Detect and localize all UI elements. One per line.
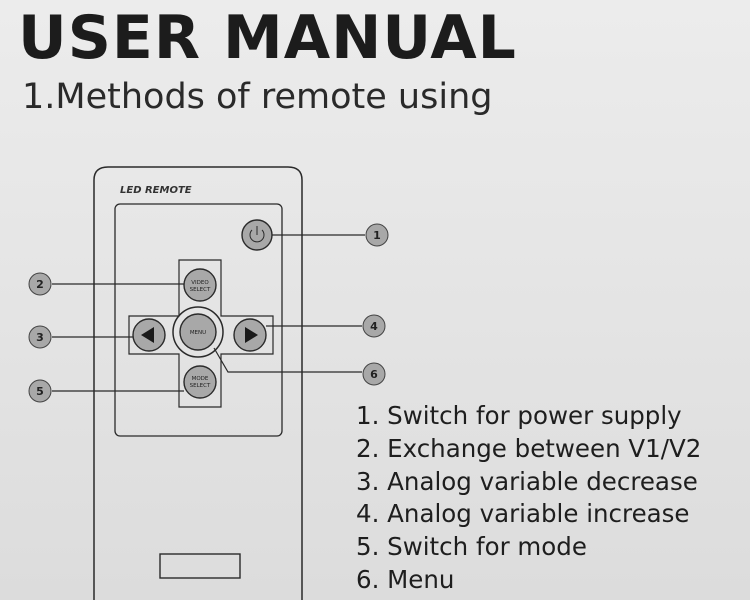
right-button[interactable]: [233, 318, 267, 352]
callout-1: 1: [365, 223, 389, 247]
legend-item-3: 3. Analog variable decrease: [356, 466, 698, 496]
callout-1-number: 1: [373, 229, 381, 242]
callout-2: 2: [28, 272, 52, 296]
legend-item-4: 4. Analog variable increase: [356, 499, 690, 529]
mode-select-label-line2: SELECT: [190, 383, 211, 389]
legend-item-5: 5. Switch for mode: [356, 532, 587, 562]
mode-select-label-line1: MODE: [192, 376, 209, 382]
callout-6-number: 6: [370, 368, 378, 381]
remote-connector: [159, 553, 241, 579]
callout-2-number: 2: [36, 278, 44, 291]
video-select-button[interactable]: VIDEO SELECT: [183, 268, 217, 302]
remote-body: [93, 166, 303, 600]
callout-5: 5: [28, 379, 52, 403]
callout-4: 4: [362, 314, 386, 338]
callout-lines: [52, 234, 365, 392]
left-button[interactable]: [132, 318, 166, 352]
function-legend: 1. Switch for power supply 2. Exchange b…: [356, 400, 701, 597]
mode-select-button[interactable]: MODE SELECT: [183, 365, 217, 399]
menu-label: MENU: [190, 330, 206, 336]
legend-item-6: 6. Menu: [356, 564, 455, 594]
callout-5-number: 5: [36, 385, 44, 398]
section-title: 1.Methods of remote using: [22, 77, 493, 117]
callout-6: 6: [362, 362, 386, 386]
callout-4-number: 4: [370, 320, 378, 333]
triangle-left-icon: [141, 327, 154, 343]
dpad-outline: [128, 259, 274, 408]
menu-button[interactable]: MENU: [172, 306, 224, 358]
power-button[interactable]: [241, 219, 273, 251]
button-panel: [114, 203, 283, 437]
legend-item-2: 2. Exchange between V1/V2: [356, 433, 702, 463]
callout-3-number: 3: [36, 331, 44, 344]
callout-3: 3: [28, 325, 52, 349]
legend-item-1: 1. Switch for power supply: [356, 401, 682, 430]
video-select-label-line2: SELECT: [190, 287, 211, 293]
manual-title: USER MANUAL: [18, 3, 517, 73]
power-icon: [249, 226, 265, 243]
video-select-label-line1: VIDEO: [191, 280, 209, 286]
remote-label: LED REMOTE: [120, 185, 192, 196]
triangle-right-icon: [245, 327, 258, 343]
